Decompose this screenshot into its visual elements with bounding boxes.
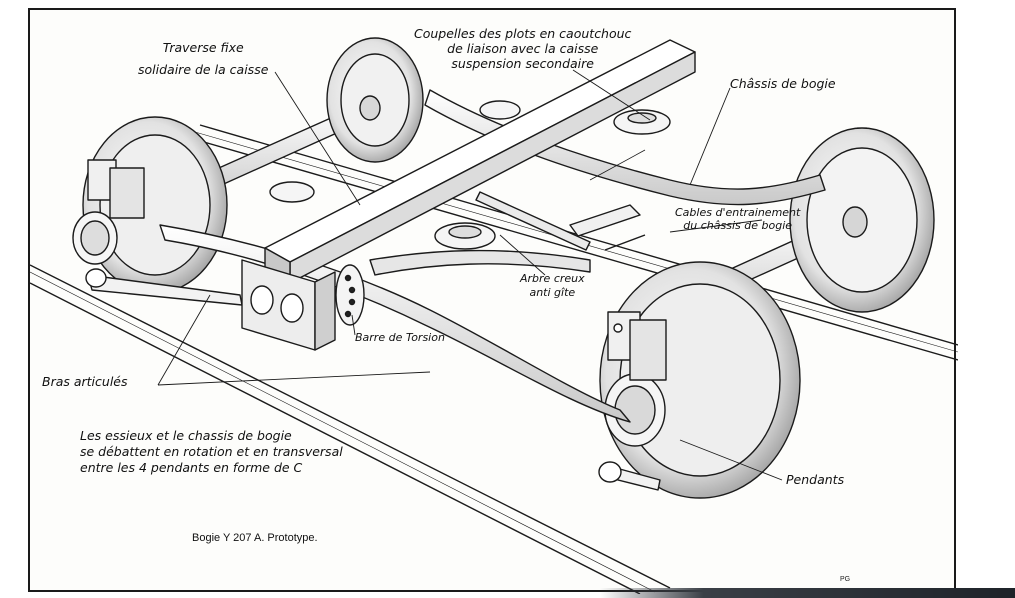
label-traverse-line1: Traverse fixe xyxy=(162,40,244,55)
anti-roll-shaft xyxy=(475,191,591,251)
label-coupelles-line2: de liaison avec la caisse xyxy=(447,41,599,56)
bogie-drawing xyxy=(30,37,958,594)
label-bras: Bras articulés xyxy=(42,374,128,389)
label-barre: Barre de Torsion xyxy=(355,331,445,344)
label-traverse: Traverse fixe solidaire de la caisse xyxy=(138,40,268,77)
wheel-rear-left xyxy=(72,116,228,294)
note-text: Les essieux et le chassis de bogie se dé… xyxy=(80,428,343,476)
note-line1: Les essieux et le chassis de bogie xyxy=(80,428,292,443)
traverse-end-block xyxy=(241,259,336,351)
articulated-arm-front xyxy=(598,461,661,491)
note-line3: entre les 4 pendants en forme de C xyxy=(80,460,303,475)
wheel-front-right xyxy=(789,127,935,313)
drive-cables xyxy=(569,149,646,251)
label-pendants: Pendants xyxy=(786,472,845,487)
label-cables: Cables d'entrainement du châssis de bogi… xyxy=(675,206,800,232)
wheel-rear-right xyxy=(326,37,424,163)
label-cables-line1: Cables d'entrainement xyxy=(675,206,801,219)
note-line2: se débattent en rotation et en transvers… xyxy=(80,444,343,459)
label-cables-line2: du châssis de bogie xyxy=(683,219,793,232)
artist-initials: PG xyxy=(840,576,851,583)
figure-caption: Bogie Y 207 A. Prototype. xyxy=(192,532,318,544)
label-coupelles-line3: suspension secondaire xyxy=(451,56,594,71)
rail-front xyxy=(30,264,671,594)
label-coupelles-line1: Coupelles des plots en caoutchouc xyxy=(414,26,632,41)
axle-box-rear xyxy=(87,159,145,219)
label-traverse-line2: solidaire de la caisse xyxy=(138,62,269,77)
label-arbre-line2: anti gîte xyxy=(529,286,576,299)
leader-lines xyxy=(157,69,783,481)
label-arbre: Arbre creux anti gîte xyxy=(520,272,585,300)
label-chassis: Châssis de bogie xyxy=(730,76,836,91)
torsion-bar-disc xyxy=(335,264,365,326)
illustration-frame: Traverse fixe solidaire de la caisse Cou… xyxy=(28,8,958,594)
scan-edge-shadow xyxy=(600,588,1015,598)
rubber-cups xyxy=(269,100,671,250)
axle-box-front xyxy=(607,311,667,381)
label-arbre-line1: Arbre creux xyxy=(520,272,585,285)
label-coupelles: Coupelles des plots en caoutchouc de lia… xyxy=(414,26,631,71)
